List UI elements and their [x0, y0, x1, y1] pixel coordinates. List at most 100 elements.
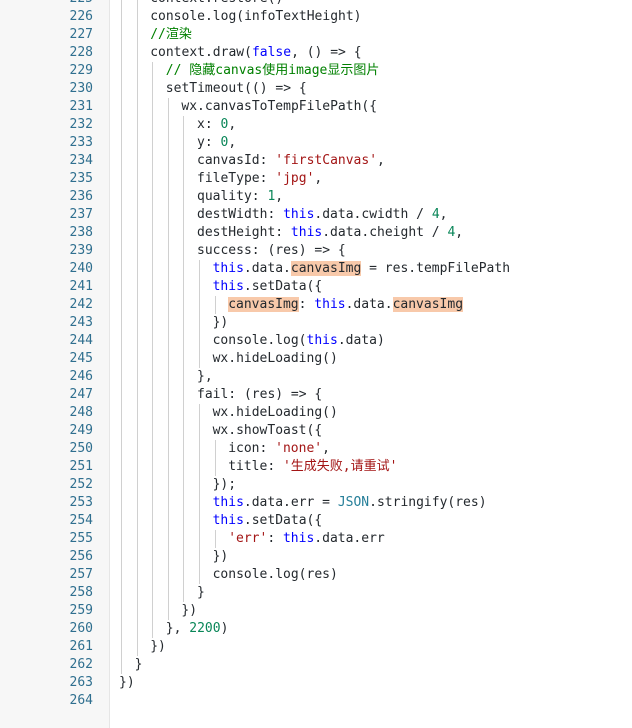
line-number: 241 — [69, 279, 93, 294]
indent-guide — [136, 620, 138, 638]
indent-guide — [136, 602, 138, 620]
line-code[interactable]: context.restore() — [150, 0, 283, 8]
indent-guide — [183, 530, 185, 548]
line-code[interactable]: this.data.err = JSON.stringify(res) — [213, 494, 487, 512]
line-code[interactable]: fileType: 'jpg', — [197, 170, 322, 188]
line-code[interactable]: }) — [181, 602, 197, 620]
line-code[interactable]: destWidth: this.data.cwidth / 4, — [197, 206, 447, 224]
indent-guide — [167, 152, 169, 170]
line-number: 232 — [69, 117, 93, 132]
indent-guide — [121, 404, 122, 422]
line-code[interactable]: x: 0, — [197, 116, 236, 134]
indent-guide — [167, 332, 169, 350]
line-code[interactable]: this.setData({ — [213, 512, 323, 530]
indent-guide — [167, 116, 169, 134]
line-code[interactable]: console.log(this.data) — [213, 332, 385, 350]
line-code[interactable]: icon: 'none', — [228, 440, 330, 458]
code-token: , — [439, 207, 448, 222]
code-token: .data. — [345, 297, 393, 312]
code-token: canvasId: — [197, 153, 276, 168]
line-number: 226 — [69, 9, 93, 24]
line-code[interactable]: console.log(infoTextHeight) — [150, 8, 361, 26]
indent-guide — [136, 458, 138, 476]
line-code[interactable]: this.setData({ — [213, 278, 323, 296]
line-code[interactable]: destHeight: this.data.cheight / 4, — [197, 224, 463, 242]
line-code[interactable]: wx.canvasToTempFilePath({ — [181, 98, 377, 116]
line-code[interactable]: 'err': this.data.err — [228, 530, 385, 548]
line-number: 245 — [69, 351, 93, 366]
code-token: }, — [197, 369, 213, 384]
line-code[interactable]: title: '生成失败,请重试' — [228, 458, 397, 476]
line-number: 250 — [69, 441, 93, 456]
line-code[interactable]: quality: 1, — [197, 188, 283, 206]
line-code[interactable]: }) — [213, 548, 229, 566]
line-code[interactable]: wx.hideLoading() — [213, 350, 338, 368]
code-token: this — [212, 495, 244, 510]
indent-guide — [136, 404, 138, 422]
line-code[interactable]: }) — [119, 674, 135, 692]
indent-guide — [121, 386, 122, 404]
indent-guide — [136, 188, 138, 206]
line-code[interactable]: y: 0, — [197, 134, 236, 152]
indent-guide — [152, 278, 154, 296]
indent-guide — [136, 494, 138, 512]
code-line: 225context.restore() — [0, 0, 632, 8]
code-token: = res.tempFilePath — [361, 261, 511, 276]
highlighted-token: canvasImg — [228, 297, 299, 312]
indent-guide — [152, 350, 154, 368]
code-line: 262} — [0, 656, 632, 674]
indent-guide — [152, 152, 154, 170]
indent-guide — [136, 440, 138, 458]
line-number: 252 — [69, 477, 93, 492]
indent-guide — [136, 422, 138, 440]
line-code[interactable]: } — [197, 584, 205, 602]
indent-guide — [167, 566, 169, 584]
code-token: destHeight: — [197, 225, 291, 240]
line-code[interactable]: }) — [150, 638, 166, 656]
line-code[interactable]: fail: (res) => { — [197, 386, 322, 404]
line-number-gutter — [0, 0, 110, 728]
code-token: console.log(infoTextHeight) — [150, 9, 362, 24]
line-code[interactable]: }, — [197, 368, 213, 386]
line-code[interactable]: context.draw(false, () => { — [150, 44, 361, 62]
code-token: , — [322, 441, 330, 456]
indent-guide — [152, 530, 154, 548]
code-token: : — [267, 531, 283, 546]
indent-guide — [136, 260, 138, 278]
code-line: 250 icon: 'none', — [0, 440, 632, 458]
indent-guide — [183, 350, 185, 368]
indent-guide — [152, 602, 154, 620]
indent-guide — [183, 386, 185, 404]
line-code[interactable]: // 隐藏canvas使用image显示图片 — [166, 62, 380, 80]
line-number: 263 — [69, 675, 93, 690]
line-code[interactable]: this.data.canvasImg = res.tempFilePath — [213, 260, 510, 278]
code-token: 2200 — [189, 621, 221, 636]
line-code[interactable]: //渲染 — [150, 26, 192, 44]
line-code[interactable]: setTimeout(() => { — [166, 80, 307, 98]
line-code[interactable]: wx.hideLoading() — [213, 404, 338, 422]
line-code[interactable]: }); — [213, 476, 236, 494]
line-number: 237 — [69, 207, 93, 222]
code-token: }, — [165, 621, 190, 636]
line-code[interactable]: }) — [213, 314, 229, 332]
line-code[interactable]: }, 2200) — [166, 620, 229, 638]
indent-guide — [121, 512, 122, 530]
indent-guide — [167, 314, 169, 332]
indent-guide — [152, 584, 154, 602]
line-code[interactable]: success: (res) => { — [197, 242, 346, 260]
code-token: wx.hideLoading() — [212, 351, 338, 366]
line-number: 253 — [69, 495, 93, 510]
line-code[interactable]: canvasImg: this.data.canvasImg — [228, 296, 464, 314]
indent-guide — [199, 260, 200, 278]
code-token: .stringify(res) — [369, 495, 487, 510]
line-code[interactable]: canvasId: 'firstCanvas', — [197, 152, 385, 170]
line-code[interactable]: wx.showToast({ — [213, 422, 323, 440]
line-code[interactable]: } — [135, 656, 143, 674]
code-token: }) — [212, 315, 229, 330]
code-lines: 225context.restore()226 console.log(infoT… — [0, 0, 632, 708]
line-code[interactable]: console.log(res) — [213, 566, 338, 584]
indent-guide — [152, 314, 154, 332]
indent-guide — [199, 476, 200, 494]
